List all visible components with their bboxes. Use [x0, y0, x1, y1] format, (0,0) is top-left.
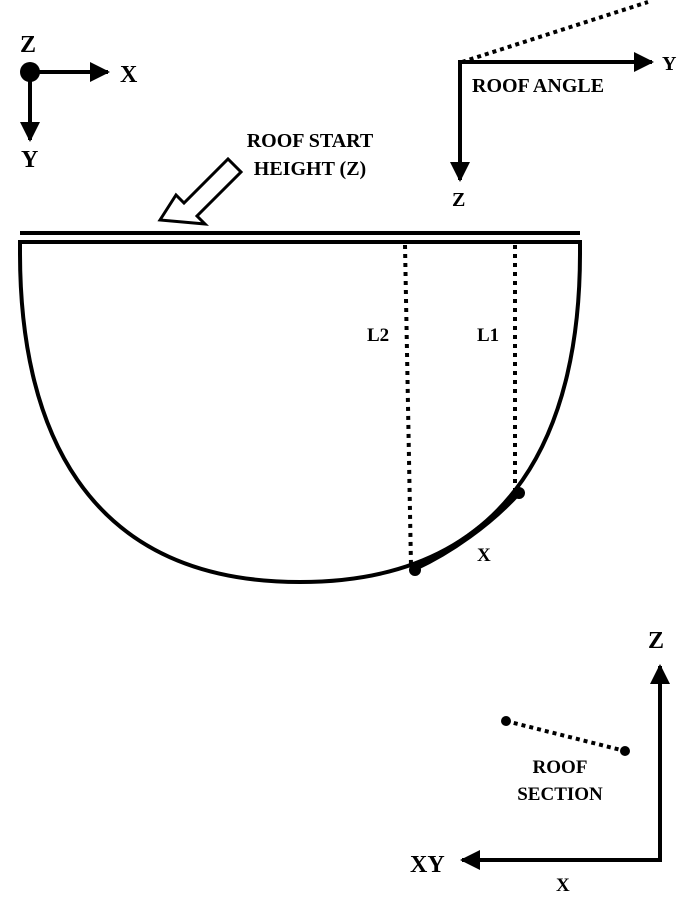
x-axis-label-bottom: X: [556, 875, 570, 896]
l2-dotted-line: [403, 244, 413, 567]
z-axis-label-up: Z: [648, 628, 664, 654]
roof-start-label-line2: HEIGHT (Z): [254, 158, 366, 180]
roof-angle-label: ROOF ANGLE: [472, 75, 604, 97]
segment-x-label: X: [477, 545, 491, 566]
bowl-outline: [18, 240, 582, 585]
roof-edge-point-2: [513, 487, 525, 499]
roof-edge-segment: [413, 489, 522, 571]
y-axis-label-right: Y: [662, 53, 677, 75]
roof-section-dotted-line: [505, 719, 626, 753]
bottom-right-axes: Z XY X: [410, 628, 670, 896]
hollow-arrow-icon: [157, 156, 244, 226]
x-axis-label: X: [120, 62, 138, 88]
roof-section-point-2: [620, 746, 630, 756]
roof-edge-point-1: [409, 564, 421, 576]
xy-axis-label: XY: [410, 852, 445, 878]
l2-label: L2: [367, 325, 389, 346]
y-axis-label: Y: [21, 147, 38, 173]
roof-section-label-line1: ROOF: [533, 757, 588, 778]
z-axis-origin-dot: [20, 62, 40, 82]
roof-start-label-line1: ROOF START: [247, 130, 374, 152]
roof-angle-dotted-line: [461, 0, 649, 64]
z-axis-label-down: Z: [452, 189, 465, 211]
roof-section-point-1: [501, 716, 511, 726]
z-axis-label: Z: [20, 32, 36, 58]
roof-section-label-line2: SECTION: [517, 784, 603, 805]
top-right-axes: Y Z ROOF ANGLE: [450, 0, 677, 211]
roof-start-annotation: ROOF START HEIGHT (Z): [157, 130, 374, 226]
roof-section: ROOF SECTION: [501, 716, 630, 805]
l1-label: L1: [477, 325, 499, 346]
top-left-axes: Z X Y: [20, 32, 138, 173]
bowl-shape: L2 L1 X: [18, 231, 582, 585]
